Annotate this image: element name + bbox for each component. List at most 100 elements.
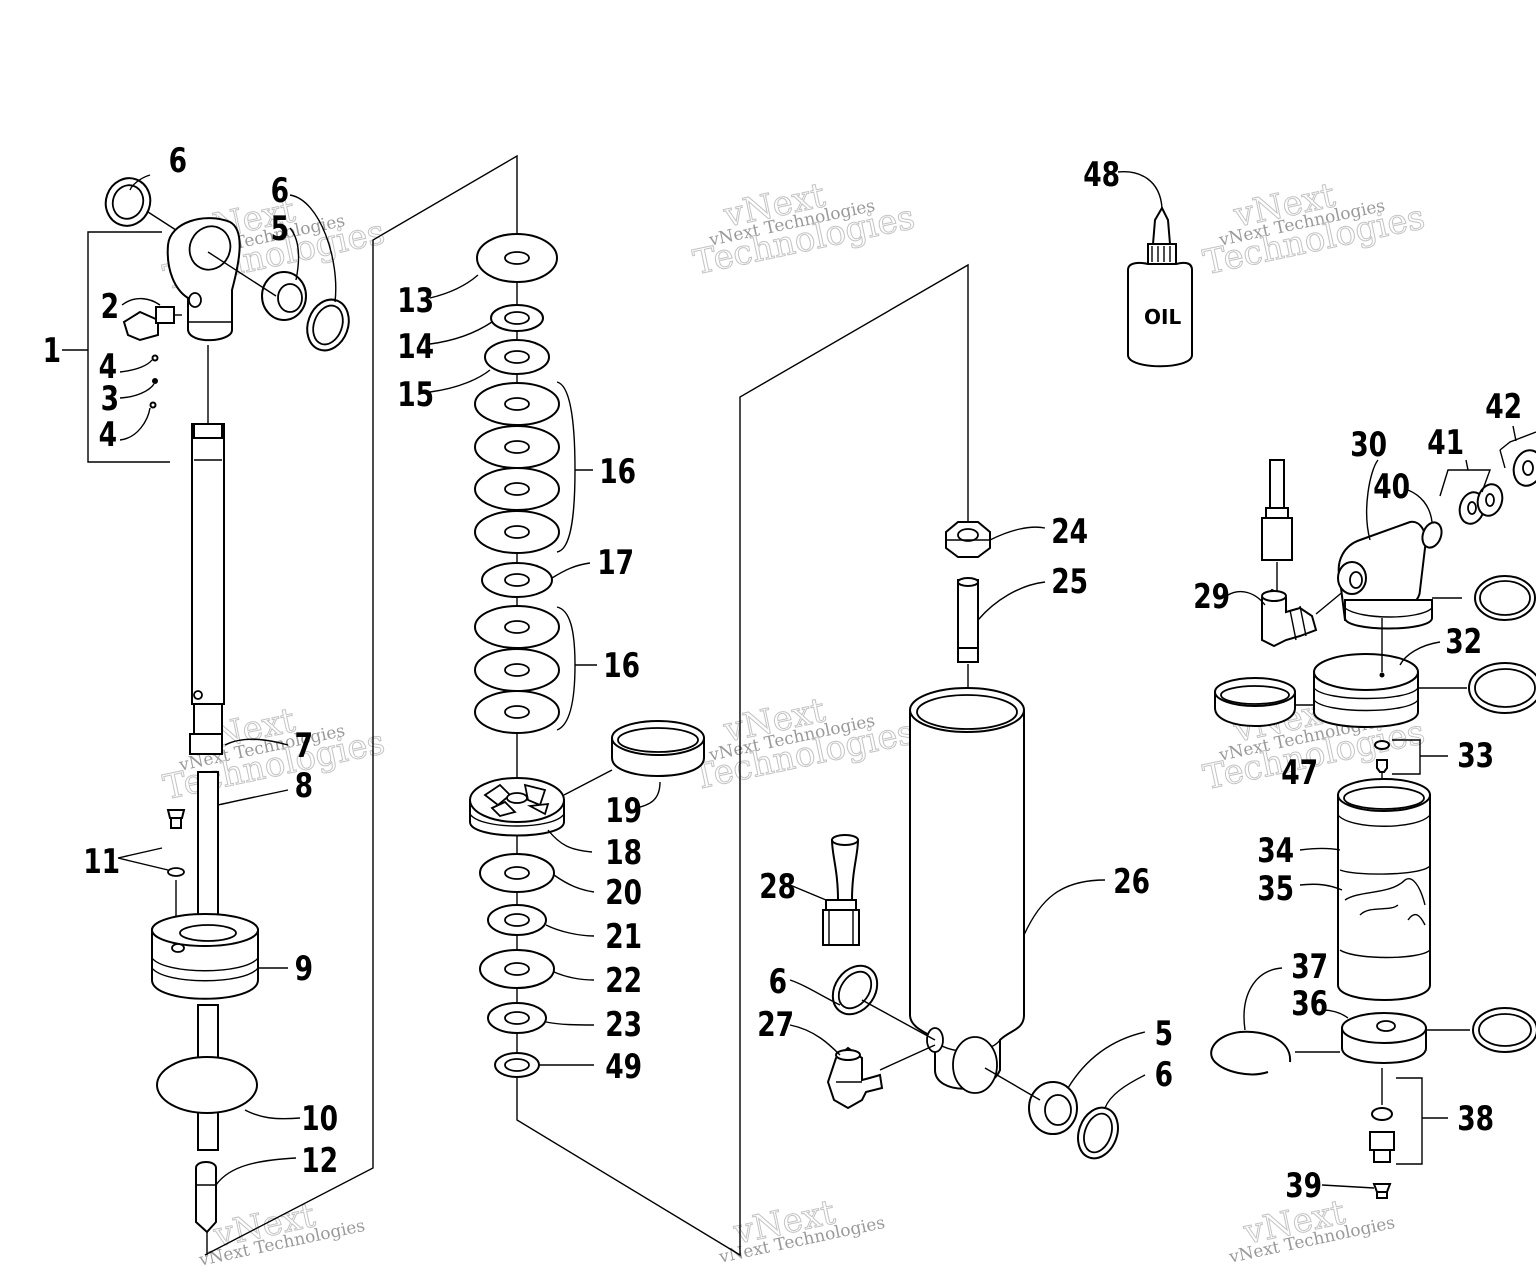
hose-29 — [1261, 459, 1293, 592]
callout-42: 42 — [1485, 388, 1522, 427]
fitting-27 — [826, 1046, 884, 1110]
body-stack-outline — [516, 263, 969, 1257]
callout-36: 36 — [1291, 985, 1328, 1024]
callout-labels: 1 2 3 4 4 5 6 6 7 8 9 10 11 12 13 14 15 … — [43, 142, 1523, 1206]
reservoir-assembly — [1210, 425, 1536, 1199]
callout-33: 33 — [1457, 737, 1494, 776]
callout-5: 5 — [271, 210, 289, 249]
callout-26: 26 — [1113, 863, 1150, 902]
callout-29: 29 — [1193, 578, 1230, 617]
bleed-screw-2 — [122, 306, 182, 342]
ball-3 — [152, 378, 158, 384]
callout-21: 21 — [605, 918, 642, 957]
callout-22: 22 — [605, 962, 642, 1001]
callout-30: 30 — [1350, 426, 1387, 465]
screw-11 — [166, 809, 186, 945]
callout-7: 7 — [295, 727, 313, 766]
fitting-29 — [1261, 588, 1318, 648]
o-ring-10 — [156, 1056, 258, 1114]
o-ring-40 — [1421, 521, 1443, 549]
callout-32: 32 — [1445, 623, 1482, 662]
bumper-12 — [195, 1161, 217, 1234]
valve-33 — [1374, 740, 1390, 773]
callout-15: 15 — [397, 376, 434, 415]
callout-37: 37 — [1291, 948, 1328, 987]
reservoir-body-34 — [1337, 778, 1431, 1001]
callout-12: 12 — [301, 1142, 338, 1181]
hose-28 — [822, 834, 860, 946]
callout-23: 23 — [605, 1006, 642, 1045]
section-outlines — [204, 154, 969, 1257]
callout-19: 19 — [605, 792, 642, 831]
callout-6: 6 — [1155, 1056, 1173, 1095]
shim-16-upper — [474, 382, 560, 554]
bushing-5 — [1028, 1081, 1078, 1135]
callout-25: 25 — [1051, 563, 1088, 602]
shock-body-26 — [909, 687, 1025, 1094]
nut-24 — [945, 521, 991, 558]
callout-18: 18 — [605, 834, 642, 873]
callout-38: 38 — [1457, 1100, 1494, 1139]
eyelet — [166, 217, 241, 342]
item-42 — [1512, 449, 1536, 487]
item-1-bracket — [87, 231, 170, 463]
callout-1: 1 — [43, 332, 61, 371]
callout-16: 16 — [603, 647, 640, 686]
watermark: vNext vNext Technologies Technologies — [159, 700, 388, 809]
stud-25 — [957, 577, 979, 663]
callout-48: 48 — [1083, 156, 1120, 195]
callout-20: 20 — [605, 874, 642, 913]
valve-38 — [1369, 1107, 1395, 1163]
shock-body-assembly — [789, 521, 1146, 1160]
callout-34: 34 — [1257, 832, 1294, 871]
callout-6: 6 — [169, 142, 187, 181]
callout-13: 13 — [397, 282, 434, 321]
detent-4 — [149, 401, 157, 409]
callout-47: 47 — [1281, 754, 1318, 793]
callout-6: 6 — [769, 963, 787, 1002]
callout-24: 24 — [1051, 513, 1088, 552]
callout-17: 17 — [597, 544, 634, 583]
detent-4 — [151, 354, 159, 362]
callout-14: 14 — [397, 328, 434, 367]
callout-28: 28 — [759, 868, 796, 907]
callout-8: 8 — [295, 767, 313, 806]
shim-stack — [429, 233, 705, 1085]
reservoir-cap-30 — [1337, 520, 1433, 630]
callout-11: 11 — [83, 843, 120, 882]
callout-3: 3 — [101, 380, 119, 419]
callout-16: 16 — [599, 453, 636, 492]
watermark: vNext vNext Technologies — [717, 1192, 887, 1268]
floating-piston-32 — [1313, 653, 1419, 728]
wear-band — [1214, 677, 1296, 727]
callout-4: 4 — [99, 416, 117, 455]
watermark: vNext vNext Technologies Technologies — [689, 175, 918, 284]
callout-2: 2 — [101, 288, 119, 327]
callout-40: 40 — [1373, 468, 1410, 507]
callout-6: 6 — [271, 172, 289, 211]
callout-4: 4 — [99, 348, 117, 387]
callout-9: 9 — [295, 950, 313, 989]
shaft-assembly — [62, 174, 350, 1255]
callout-27: 27 — [757, 1006, 794, 1045]
shim-16-lower — [474, 605, 560, 734]
callout-41: 41 — [1427, 424, 1464, 463]
piston-18 — [469, 777, 565, 837]
callout-39: 39 — [1285, 1167, 1322, 1206]
callout-5: 5 — [1155, 1015, 1173, 1054]
shaft-stack-outline — [204, 154, 518, 1256]
watermark: vNext vNext Technologies Technologies — [689, 690, 918, 799]
screw-39 — [1372, 1183, 1392, 1199]
oil-label: OIL — [1144, 305, 1181, 329]
piston-band-19 — [611, 720, 705, 777]
oil-bottle-48: OIL — [1127, 205, 1193, 368]
callout-35: 35 — [1257, 870, 1294, 909]
shaft — [189, 423, 225, 755]
snap-ring-37 — [1210, 1030, 1292, 1076]
end-cap-36 — [1341, 1012, 1427, 1064]
watermark: vNext vNext Technologies Technologies — [1199, 175, 1428, 284]
callout-49: 49 — [605, 1048, 642, 1087]
bearing-housing-9 — [151, 913, 259, 1000]
callout-10: 10 — [301, 1100, 338, 1139]
